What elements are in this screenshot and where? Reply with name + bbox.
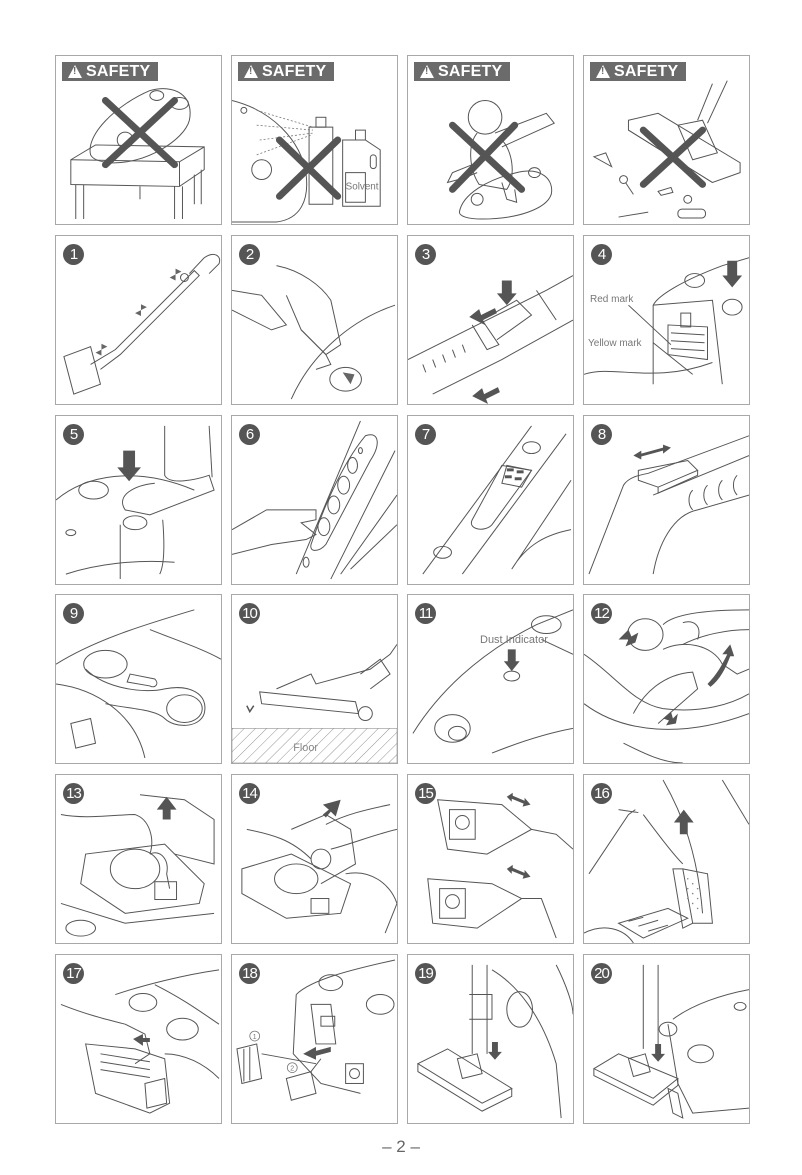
dust-indicator-illustration (412, 609, 573, 754)
vacuum-near-solvent-illustration: Solvent (232, 99, 381, 223)
step-panel-9: 9 (55, 594, 222, 765)
step-number-badge: 13 (63, 783, 84, 805)
solvent-label: Solvent (346, 181, 379, 192)
insert-hose-illustration (232, 264, 396, 400)
safety-banner: SAFETY (238, 62, 335, 81)
step-number-badge: 10 (239, 603, 260, 625)
step-panel-2: 2 (231, 234, 398, 405)
open-exhaust-grille-illustration (60, 969, 220, 1114)
step-panel-15: 15 (407, 774, 574, 945)
step-panel-4: 4 Red mark Yellow mark (583, 234, 750, 405)
step-number-badge: 6 (239, 423, 260, 445)
dust-indicator-label: Dust Indicator (480, 634, 548, 647)
step-number-badge: 2 (239, 243, 260, 265)
close-dust-bag-illustration (427, 792, 573, 939)
step-number-badge: 16 (591, 783, 612, 805)
step-panel-16: 16 (583, 774, 750, 945)
floor-label: Floor (293, 743, 318, 755)
step-panel-3: 3 (407, 234, 574, 405)
step-panel-19: 19 (407, 953, 574, 1124)
filter-1-label: 1 (253, 1034, 257, 1041)
pull-cord-illustration (584, 257, 749, 385)
store-tube-horizontal-illustration (592, 964, 749, 1119)
step-panel-8: 8 (583, 414, 750, 585)
vacuum-on-table-illustration (70, 88, 205, 220)
step-panel-10: 10 Floor (231, 594, 398, 765)
safety-banner: SAFETY (62, 62, 159, 81)
warning-triangle-icon (420, 65, 434, 78)
safety-panel-child: SAFETY (407, 55, 574, 225)
step-number-badge: 4 (591, 243, 612, 265)
warning-triangle-icon (68, 65, 82, 78)
child-riding-vacuum-illustration (446, 99, 556, 220)
warning-triangle-icon (244, 65, 258, 78)
step-number-badge: 3 (415, 243, 436, 265)
replace-exhaust-filters-illustration: 1 2 (236, 959, 396, 1101)
tube-parking-illustration (56, 609, 221, 759)
step-panel-12: 12 (583, 594, 750, 765)
step-number-badge: 17 (63, 962, 84, 984)
warning-triangle-icon (596, 65, 610, 78)
assemble-tube-illustration (63, 253, 221, 395)
step-panel-6: 6 (231, 414, 398, 585)
page-number: – 2 – (382, 1137, 420, 1156)
step-panel-11: 11 Dust Indicator (407, 594, 574, 765)
step-number-badge: 14 (239, 783, 260, 805)
cord-rewind-pedal-illustration (56, 425, 215, 579)
instruction-grid: SAFETY SAFETY (55, 55, 750, 1124)
step-number-badge: 15 (415, 783, 436, 805)
suction-control-illustration (422, 425, 572, 574)
remove-dust-bag-illustration (241, 799, 397, 934)
lift-dust-bag-holder-illustration (60, 794, 215, 937)
safety-panel-sharp-objects: SAFETY (583, 55, 750, 225)
remove-motor-filter-illustration (584, 779, 749, 944)
step-number-badge: 1 (63, 243, 84, 265)
filter-2-label: 2 (290, 1066, 294, 1073)
step-number-badge: 7 (415, 423, 436, 445)
remove-hose-open-lid-illustration (584, 609, 749, 764)
safety-banner: SAFETY (590, 62, 687, 81)
handle-air-slide-illustration (588, 434, 749, 574)
step-number-badge: 8 (591, 423, 612, 445)
step-number-badge: 20 (591, 962, 612, 984)
safety-panel-solvent: SAFETY Solvent (231, 55, 398, 225)
park-tube-upright-illustration (416, 964, 573, 1119)
step-panel-1: 1 (55, 234, 222, 405)
safety-banner: SAFETY (414, 62, 511, 81)
step-panel-18: 18 1 2 (231, 953, 398, 1124)
power-button-illustration (232, 420, 397, 579)
step-number-badge: 12 (591, 603, 612, 625)
step-panel-13: 13 (55, 774, 222, 945)
step-panel-14: 14 (231, 774, 398, 945)
step-number-badge: 9 (63, 603, 84, 625)
step-panel-5: 5 (55, 414, 222, 585)
step-panel-17: 17 (55, 953, 222, 1124)
adjust-tube-length-illustration (408, 274, 573, 404)
step-number-badge: 19 (415, 962, 436, 984)
step-panel-7: 7 (407, 414, 574, 585)
step-number-badge: 11 (415, 603, 436, 625)
sharp-objects-illustration (592, 80, 741, 219)
step-number-badge: 5 (63, 423, 84, 445)
red-mark-label: Red mark (590, 293, 634, 305)
safety-panel-table: SAFETY (55, 55, 222, 225)
step-panel-20: 20 (583, 953, 750, 1124)
step-number-badge: 18 (239, 962, 260, 984)
yellow-mark-label: Yellow mark (588, 337, 642, 349)
floor-nozzle-illustration: Floor (232, 644, 397, 764)
